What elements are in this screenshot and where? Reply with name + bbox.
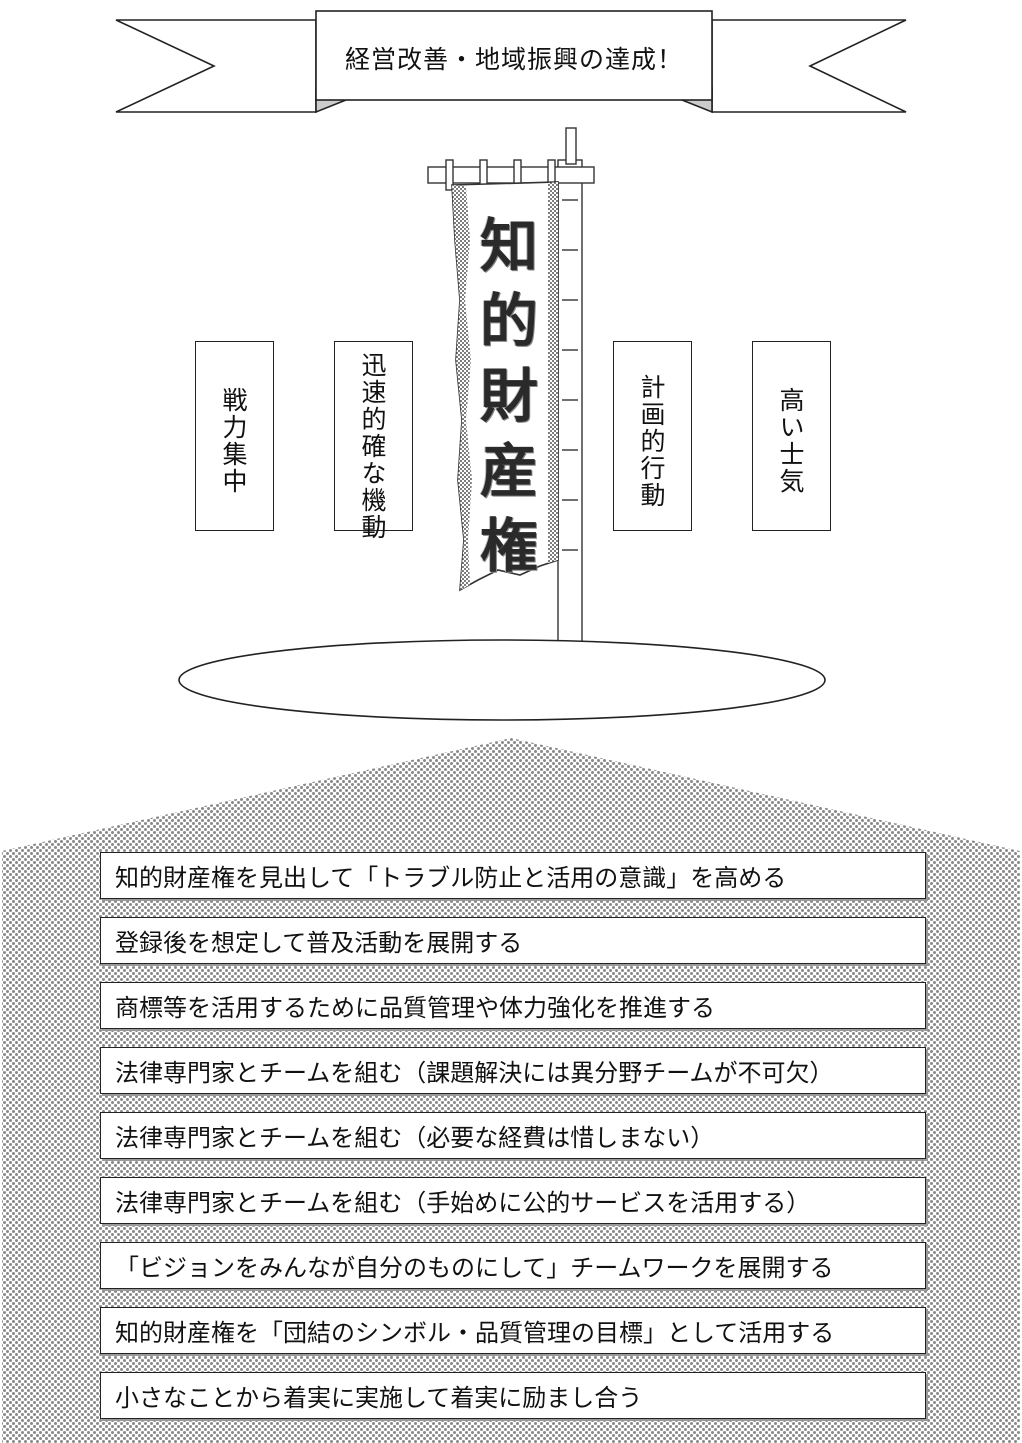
flag-pole xyxy=(557,127,583,666)
banner-title: 経営改善・地域振興の達成！ xyxy=(344,45,683,74)
foundation-row-9: 小さなことから着実に実施して着実に励まし合う xyxy=(100,1372,926,1419)
foundation-row-7: 「ビジョンをみんなが自分のものにして」チームワークを展開する xyxy=(100,1242,926,1289)
pillar-box-1: 戦力集中 xyxy=(195,341,274,531)
pillar-box-2: 迅速的確な機動 xyxy=(334,341,413,541)
foundation-row-5: 法律専門家とチームを組む（必要な経費は惜しまない） xyxy=(100,1112,926,1159)
foundation-row-6: 法律専門家とチームを組む（手始めに公的サービスを活用する） xyxy=(100,1177,926,1224)
foundation-row-1: 知的財産権を見出して「トラブル防止と活用の意識」を高める xyxy=(100,852,926,899)
flag-character-1: 知 xyxy=(479,212,538,280)
foundation-row-3: 商標等を活用するために品質管理や体力強化を推進する xyxy=(100,982,926,1029)
foundation-row-4: 法律専門家とチームを組む（課題解決には異分野チームが不可欠） xyxy=(100,1047,926,1094)
ribbon-right-tail xyxy=(711,19,907,113)
pillar-box-4: 高い士気 xyxy=(752,341,831,531)
flag-base-ellipse xyxy=(178,639,826,721)
flag-edge-shading xyxy=(548,182,558,563)
ribbon-banner xyxy=(115,10,907,114)
ribbon-front xyxy=(315,10,713,101)
foundation-row-2: 登録後を想定して普及活動を展開する xyxy=(100,917,926,964)
ribbon-left-tail xyxy=(115,19,317,113)
flag-shading xyxy=(452,185,472,590)
flag-character-5: 権 xyxy=(479,512,538,580)
pillar-box-3: 計画的行動 xyxy=(613,341,692,531)
flag-character-3: 財 xyxy=(479,362,538,430)
flag-character-2: 的 xyxy=(479,287,538,355)
foundation-row-8: 知的財産権を「団結のシンボル・品質管理の目標」として活用する xyxy=(100,1307,926,1354)
flag-character-4: 産 xyxy=(479,437,538,505)
